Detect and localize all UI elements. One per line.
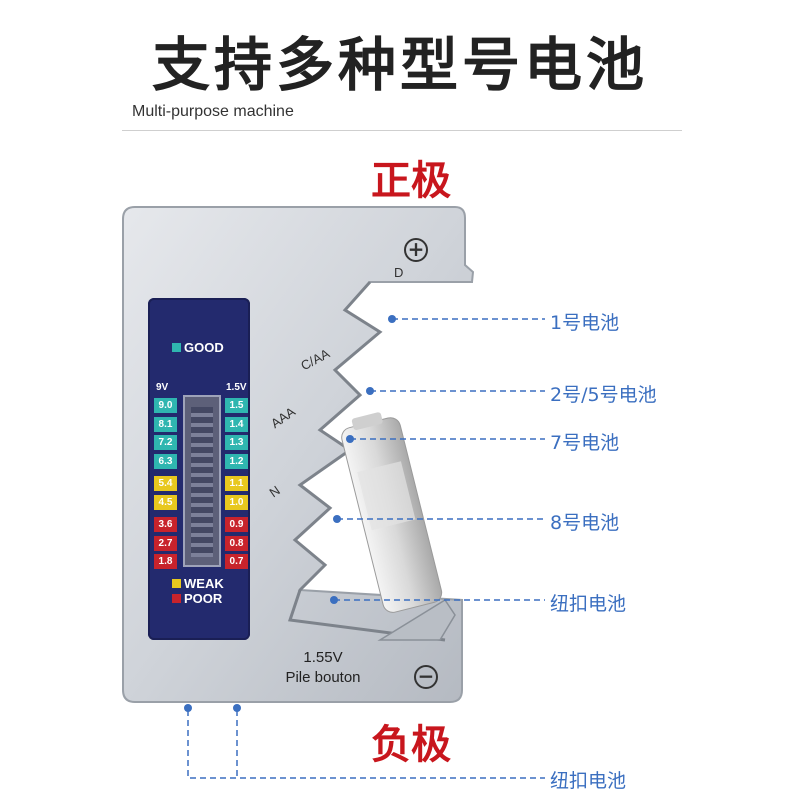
voltage-cell: 1.8 xyxy=(154,554,177,569)
voltage-cell: 1.5 xyxy=(225,398,248,413)
voltage-cell: 1.1 xyxy=(225,476,248,491)
minus-terminal-icon: − xyxy=(414,665,438,689)
callout-c-aa-battery: 2号/5号电池 xyxy=(550,384,657,406)
poor-legend: POOR xyxy=(172,591,222,606)
voltage-cell: 8.1 xyxy=(154,416,177,432)
callout-aaa-battery: 7号电池 xyxy=(550,432,620,454)
voltage-cell: 0.7 xyxy=(225,554,248,569)
callout-n-battery: 8号电池 xyxy=(550,512,620,534)
voltage-cell: 1.2 xyxy=(225,453,248,469)
voltage-cell: 1.0 xyxy=(225,494,248,510)
positive-pole-label: 正极 xyxy=(371,158,451,204)
model-text: 1.55V Pile bouton xyxy=(268,648,378,688)
col-right-header: 1.5V xyxy=(226,382,247,393)
callout-button-cell-bottom: 纽扣电池 xyxy=(550,770,627,792)
voltage-cell: 1.4 xyxy=(225,416,248,432)
voltage-cell: 3.6 xyxy=(154,517,177,532)
voltage-cell: 1.3 xyxy=(225,435,248,450)
good-swatch xyxy=(172,343,181,352)
voltage-cell: 6.3 xyxy=(154,453,177,469)
callout-button-cell: 纽扣电池 xyxy=(550,593,627,615)
voltage-cell: 2.7 xyxy=(154,535,177,551)
poor-swatch xyxy=(172,594,181,603)
voltage-cell: 0.8 xyxy=(225,535,248,551)
lcd-display: GOOD 9V 1.5V 9.0 1.5 8.1 1.4 7.2 1.3 6.3 1.2 5.4… xyxy=(148,298,250,640)
voltage-cell: 5.4 xyxy=(154,476,177,491)
good-legend: GOOD xyxy=(172,340,224,355)
battery-bar-gauge xyxy=(183,395,221,567)
slot-recess xyxy=(288,281,446,642)
negative-pole-label: 负极 xyxy=(371,722,451,768)
plus-terminal-icon: + xyxy=(404,238,428,262)
voltage-cell: 0.9 xyxy=(225,517,248,532)
weak-swatch xyxy=(172,579,181,588)
col-left-header: 9V xyxy=(156,382,169,393)
voltage-cell: 7.2 xyxy=(154,435,177,450)
page-title: 支持多种型号电池 xyxy=(151,31,648,99)
model-voltage: 1.55V xyxy=(303,649,343,666)
aaa-battery xyxy=(341,412,443,613)
weak-legend: WEAK xyxy=(172,576,224,591)
slot-label-d: D xyxy=(394,265,404,280)
voltage-cell: 9.0 xyxy=(154,398,177,413)
voltage-cell: 4.5 xyxy=(154,494,177,510)
callout-d-battery: 1号电池 xyxy=(550,312,620,334)
battery-clip xyxy=(377,598,456,641)
divider xyxy=(122,130,682,131)
model-name: Pile bouton xyxy=(285,669,361,686)
page-subtitle: Multi-purpose machine xyxy=(132,103,294,120)
